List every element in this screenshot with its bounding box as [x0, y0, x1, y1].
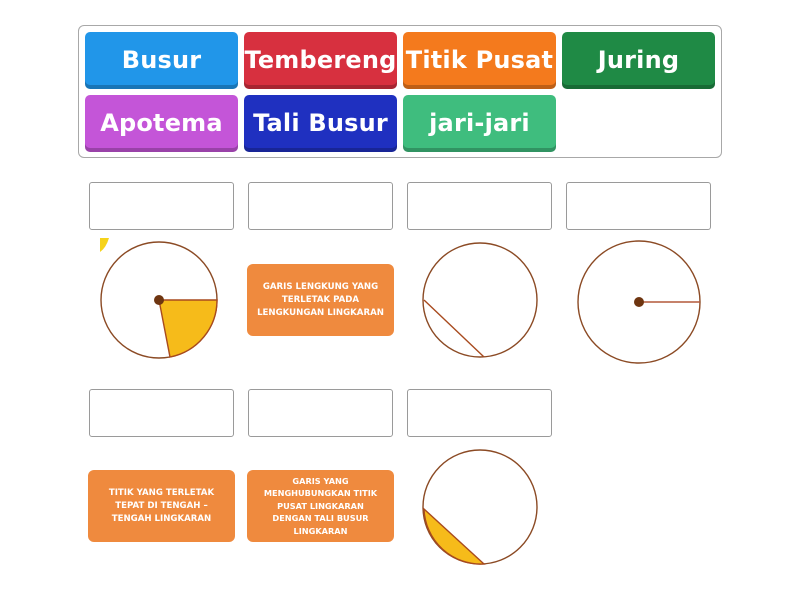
drop-zone-7[interactable] [407, 389, 552, 437]
card-text: TITIK YANG TERLETAK TEPAT DI TENGAH – TE… [108, 487, 215, 524]
drop-zone-3[interactable] [407, 182, 552, 230]
circle-radius-figure [577, 240, 701, 364]
tile-label: Titik Pusat [405, 45, 554, 74]
drop-zone-4[interactable] [566, 182, 711, 230]
drop-zone-1[interactable] [89, 182, 234, 230]
tile-titik-pusat[interactable]: Titik Pusat [403, 32, 556, 89]
segment-shade [423, 507, 486, 565]
definition-card-busur: GARIS LENGKUNG YANG TERLETAK PADA LENGKU… [247, 264, 394, 336]
tile-apotema[interactable]: Apotema [85, 95, 238, 152]
drop-zone-5[interactable] [89, 389, 234, 437]
circle-outline [422, 242, 538, 358]
center-dot [634, 297, 644, 307]
definition-card-apotema: GARIS YANG MENGHUBUNGKAN TITIK PUSAT LIN… [247, 470, 394, 542]
sector-shade [158, 299, 218, 358]
tile-jari-jari[interactable]: jari-jari [403, 95, 556, 152]
tile-tembereng[interactable]: Tembereng [244, 32, 397, 89]
definition-card-titik-pusat: TITIK YANG TERLETAK TEPAT DI TENGAH – TE… [88, 470, 235, 542]
tile-label: Busur [121, 45, 202, 74]
tile-label: Juring [597, 45, 680, 74]
tile-label: Tali Busur [253, 108, 388, 137]
corner-fragment [100, 238, 109, 252]
circle-sector-figure [100, 238, 218, 359]
chord-line [423, 299, 485, 358]
circle-segment-figure [422, 449, 538, 565]
circle-chord-figure [422, 242, 538, 358]
drop-zone-2[interactable] [248, 182, 393, 230]
tile-tali-busur[interactable]: Tali Busur [244, 95, 397, 152]
card-text: GARIS YANG MENGHUBUNGKAN TITIK PUSAT LIN… [263, 475, 378, 536]
center-dot [154, 295, 164, 305]
tile-label: Tembereng [244, 45, 397, 74]
tile-label: Apotema [100, 108, 223, 137]
tile-busur[interactable]: Busur [85, 32, 238, 89]
drop-zone-6[interactable] [248, 389, 393, 437]
tile-juring[interactable]: Juring [562, 32, 715, 89]
card-text: GARIS LENGKUNG YANG TERLETAK PADA LENGKU… [257, 281, 384, 318]
tile-label: jari-jari [429, 108, 530, 137]
word-bank: Busur Tembereng Titik Pusat Juring Apote… [78, 25, 722, 158]
